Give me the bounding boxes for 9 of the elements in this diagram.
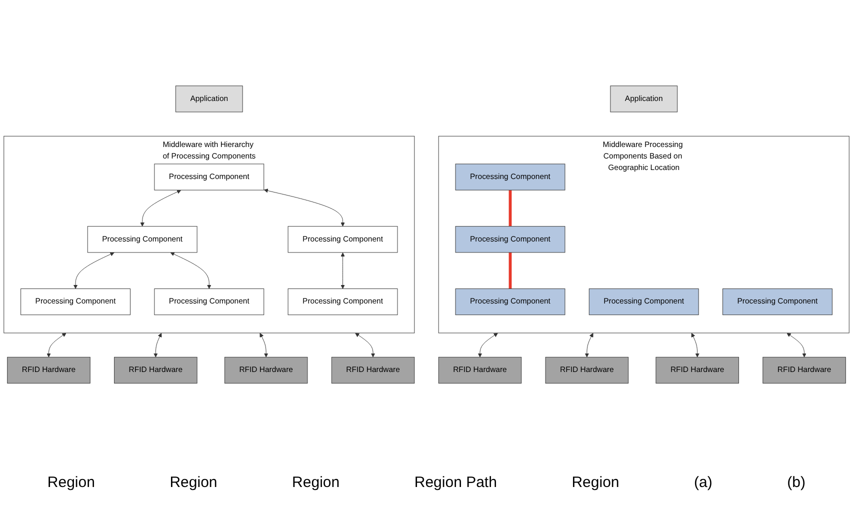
region-label: (b) [787,474,806,491]
region-label: Region [170,474,218,491]
region-label: Region [292,474,340,491]
region-label: Region [572,474,620,491]
region-label: (a) [694,474,712,491]
connector [508,252,512,290]
region-label: Region Path [414,474,497,491]
region-label: Region [47,474,95,491]
connector [508,190,512,227]
